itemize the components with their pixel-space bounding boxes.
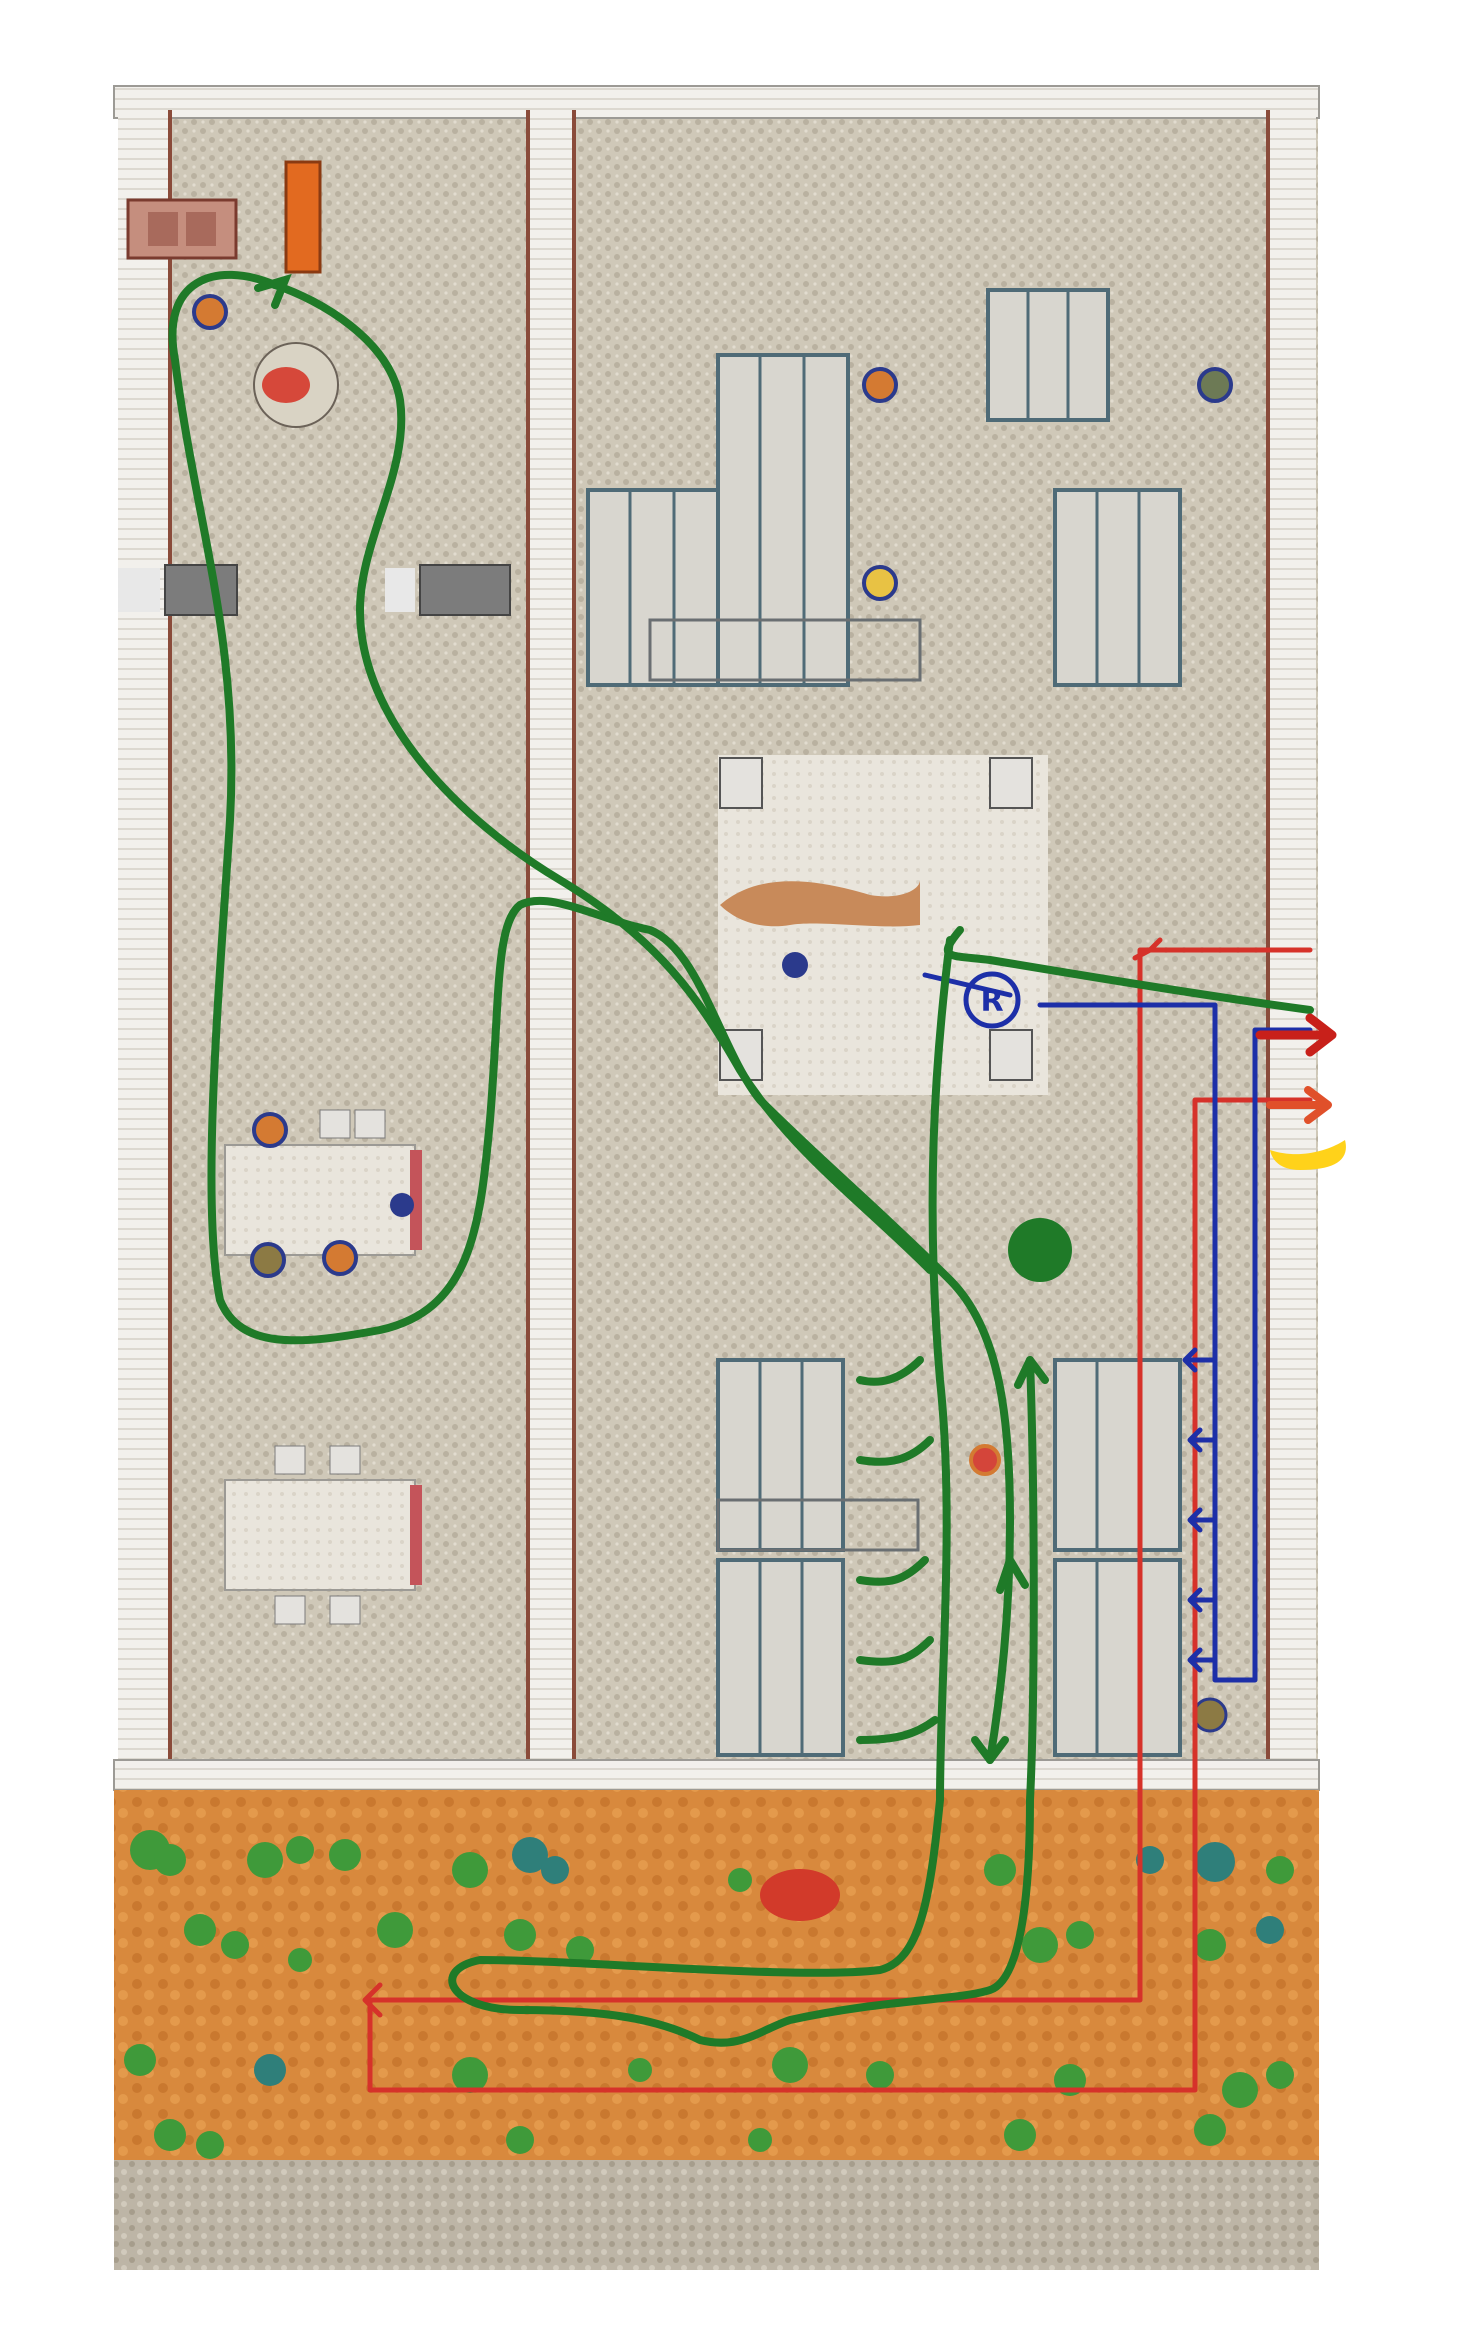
rug-chair-br (990, 1030, 1032, 1080)
right-wall (1268, 110, 1316, 1770)
green-dot (1008, 1218, 1072, 1282)
terminal-console (128, 200, 236, 258)
character-table-1c (324, 1242, 356, 1274)
gravel-border (114, 2160, 1319, 2270)
route-marker-letter: R (980, 984, 1003, 1019)
divider-wall (528, 110, 574, 1770)
left-room-block-1 (165, 565, 237, 615)
character-top-left (194, 296, 226, 328)
rug-chair-tr (990, 758, 1032, 808)
character-right-1 (864, 369, 896, 401)
rug-chair-tl (720, 758, 762, 808)
character-right-5 (1194, 1699, 1226, 1731)
character-table-1a (254, 1114, 286, 1146)
character-table-1b (252, 1244, 284, 1276)
courtyard-creature (760, 1869, 840, 1921)
character-right-3 (864, 567, 896, 599)
character-rug (782, 952, 808, 978)
left-room-block-2 (420, 565, 510, 615)
character-table-1d (390, 1193, 414, 1217)
top-wall (114, 86, 1319, 118)
left-wall (118, 110, 170, 1770)
orange-locker (286, 162, 320, 272)
character-right-4 (971, 1446, 999, 1474)
character-right-2 (1199, 369, 1231, 401)
